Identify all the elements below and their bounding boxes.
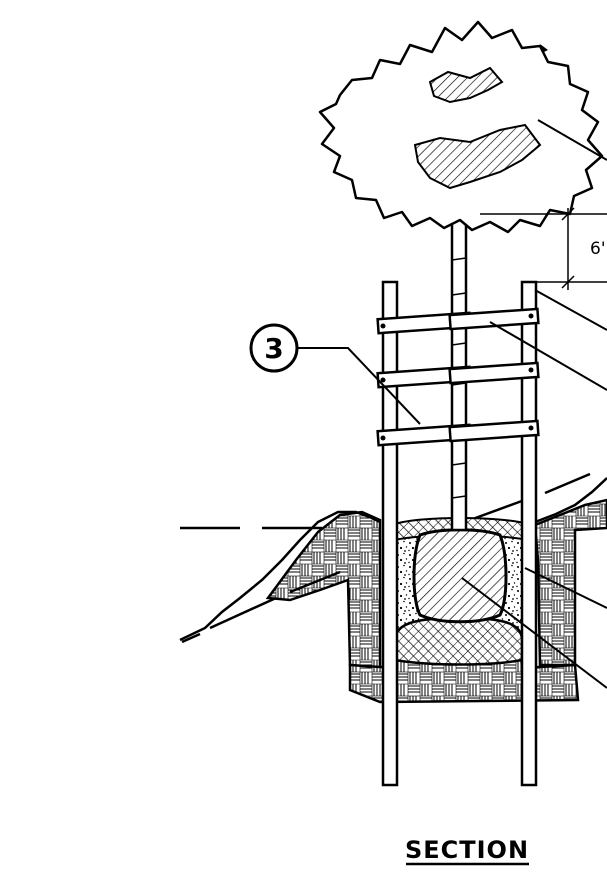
callout-bubble-icon (249, 323, 299, 373)
grade-lines (180, 472, 591, 644)
leader-lines (298, 119, 607, 689)
callout-number: 3 (264, 332, 283, 365)
height-dimension (480, 207, 607, 290)
drawing-title: SECTION (405, 836, 529, 864)
planting-pit (387, 517, 531, 666)
tree-stake-left (381, 280, 399, 787)
tree-canopy-icon (318, 20, 604, 234)
tree-stake-right (520, 280, 538, 787)
dimension-label: 6' (590, 239, 606, 259)
tie-strap-bolts (380, 313, 534, 441)
tie-strap-group (376, 307, 540, 447)
